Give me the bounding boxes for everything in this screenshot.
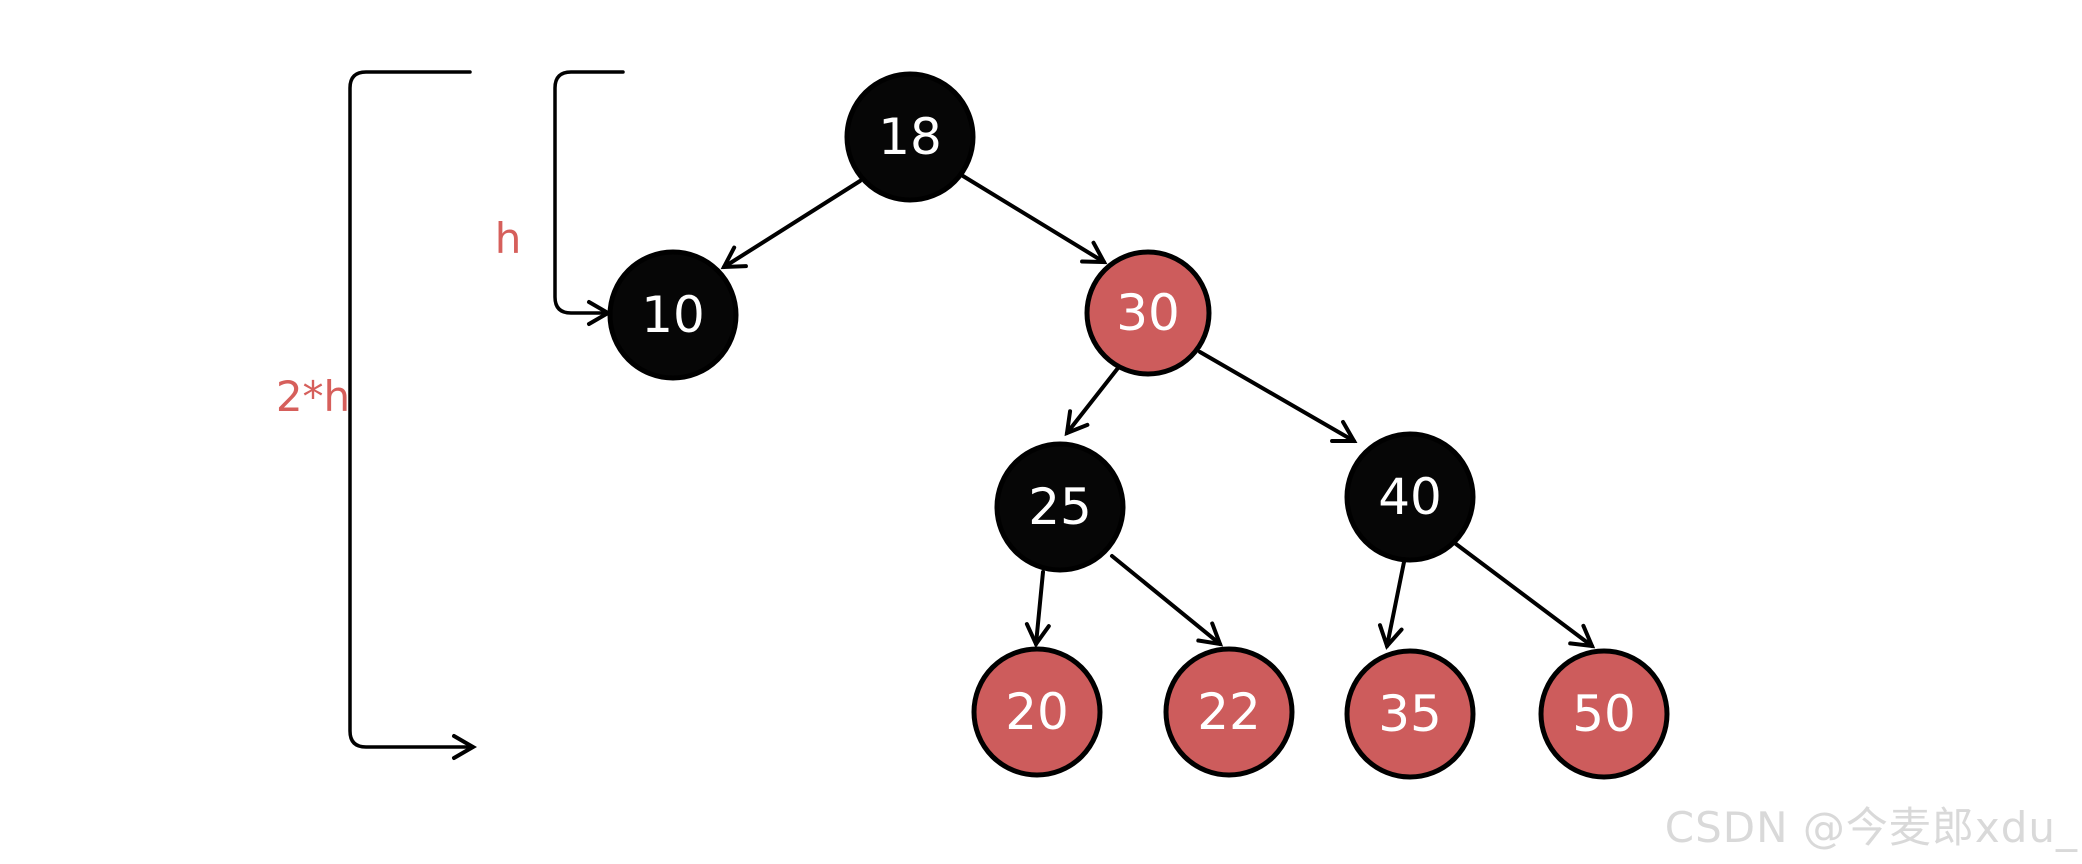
tree-node-40: 40 [1344,431,1476,563]
edge-18-to-10 [720,179,862,270]
tree-node-22: 22 [1163,646,1295,778]
node-circle-50 [1538,648,1670,780]
node-circle-30 [1084,249,1212,377]
node-circle-18 [844,71,976,203]
tree-nodes-layer: 18 10 30 25 40 20 22 35 50 [607,71,1670,780]
node-circle-35 [1344,648,1476,780]
edge-30-to-25 [1064,366,1120,437]
edge-18-to-30 [961,174,1108,265]
node-label-20: 20 [1005,683,1069,741]
height-label-2h: 2*h [276,372,350,421]
node-label-25: 25 [1028,478,1092,536]
tree-node-50: 50 [1538,648,1670,780]
tree-node-18: 18 [844,71,976,203]
bracket-h [553,70,625,326]
edge-40-to-35 [1377,560,1406,650]
bracket-2h [348,70,477,760]
node-label-18: 18 [878,108,942,166]
tree-node-10: 10 [607,249,739,381]
height-brackets-layer [348,70,625,760]
tree-node-35: 35 [1344,648,1476,780]
node-circle-25 [994,441,1126,573]
node-label-35: 35 [1378,685,1442,743]
node-label-10: 10 [641,286,705,344]
node-label-30: 30 [1116,284,1180,342]
node-circle-40 [1344,431,1476,563]
edge-40-to-50 [1454,542,1596,649]
node-circle-22 [1163,646,1295,778]
node-label-50: 50 [1572,685,1636,743]
edge-25-to-20 [1024,570,1051,648]
node-label-40: 40 [1378,468,1442,526]
node-circle-20 [971,646,1103,778]
watermark: CSDN @今麦郎xdu_ [1665,803,2078,852]
tree-node-25: 25 [994,441,1126,573]
node-label-22: 22 [1197,683,1261,741]
height-label-h: h [495,214,522,263]
tree-node-20: 20 [971,646,1103,778]
tree-edges-layer [720,174,1596,650]
edge-25-to-22 [1110,554,1224,647]
node-circle-10 [607,249,739,381]
annotations-layer: h 2*h [276,214,521,421]
edge-30-to-40 [1198,350,1358,444]
tree-node-30: 30 [1084,249,1212,377]
